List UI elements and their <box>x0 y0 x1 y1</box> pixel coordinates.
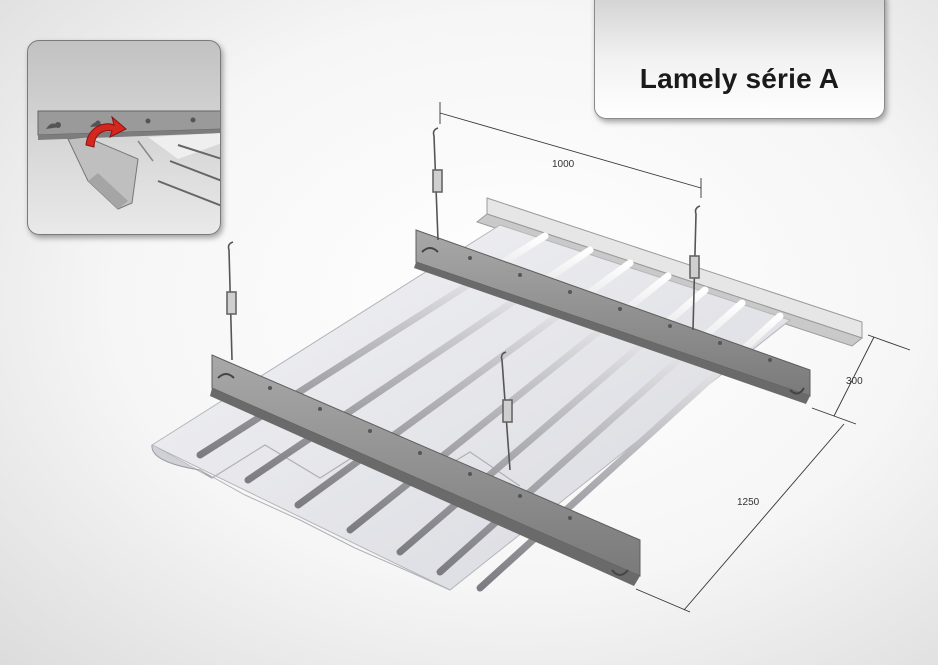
carrier-beam-front <box>210 354 641 586</box>
dimension-spacing: 300 <box>811 334 911 425</box>
dimension-length: 1250 <box>635 423 845 613</box>
carrier-beam-back <box>414 229 811 404</box>
slat-front-edges <box>151 444 521 591</box>
title-box: Lamely série A <box>594 0 885 119</box>
dimension-width: 1000 <box>439 102 702 198</box>
dimension-spacing-label: 300 <box>846 376 863 387</box>
suspension-hangers <box>226 127 701 471</box>
dimension-width-label: 1000 <box>552 159 575 170</box>
page-title: Lamely série A <box>639 63 840 94</box>
mounting-detail-inset <box>27 40 221 235</box>
dimension-length-label: 1250 <box>737 497 760 508</box>
clip-mounting-detail-icon <box>37 110 220 210</box>
